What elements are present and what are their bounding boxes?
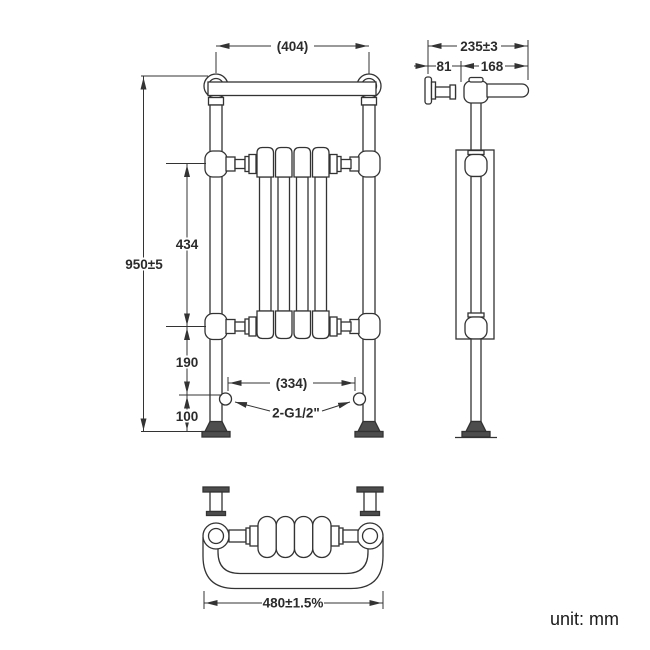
dim-overall-depth: 235±3 <box>460 39 498 54</box>
column-cap-top <box>256 146 275 178</box>
dim-label-bg <box>173 237 201 251</box>
g12-boss-right <box>352 392 367 406</box>
union-nut-lower-left <box>248 316 257 337</box>
radiator-lobe <box>257 515 277 559</box>
column-cap-bottom <box>293 310 312 340</box>
front-view <box>201 73 384 438</box>
plan-dimensions: 480±1.5% <box>203 591 384 611</box>
socket-upper-left <box>225 156 236 172</box>
g12-boss-left <box>218 392 233 406</box>
dim-top-width: (404) <box>277 39 309 54</box>
wall-flange <box>424 76 433 105</box>
bracket-flare-right <box>359 510 381 517</box>
wall-pipe-collar <box>449 84 457 100</box>
collar-right <box>360 96 378 106</box>
radiator-lobe <box>293 515 314 559</box>
column-cap-bottom <box>274 310 293 340</box>
tee-joint <box>463 80 489 104</box>
foot-base-left <box>201 430 231 438</box>
plan-pipe-left <box>228 529 247 543</box>
foot-collar-right <box>356 420 382 433</box>
plan-union-nut-right <box>330 525 340 547</box>
union-nut-upper-left <box>248 153 257 175</box>
column-pipe-middle <box>470 175 482 315</box>
column-shaft <box>258 176 272 312</box>
dim-label-bg <box>173 409 201 423</box>
arm-lower-left <box>234 321 246 332</box>
foot-collar-left <box>203 420 229 433</box>
dim-label-bg <box>436 59 452 73</box>
bracket-plate-right <box>356 486 384 493</box>
foot-base-right <box>354 430 384 438</box>
towel-rail-side <box>486 83 530 98</box>
column-cap-bottom <box>311 310 330 340</box>
ball-joint-upper-left <box>204 150 228 178</box>
column-cap-bottom <box>256 310 275 340</box>
towel-rail <box>207 81 377 97</box>
bracket-stem-right <box>363 491 377 513</box>
side-dimensions: 235±3 81 168 <box>414 39 529 82</box>
dim-label-bg <box>124 257 164 271</box>
arm-upper-left <box>234 158 246 170</box>
union-nut-upper-right <box>329 153 338 175</box>
connection-type-label: 2-G1/2" <box>272 406 320 421</box>
bracket-plate-left <box>202 486 230 493</box>
column-cap-top <box>274 146 293 178</box>
dim-base-height: 100 <box>176 409 199 424</box>
collar-left <box>207 96 225 106</box>
plan-pipe-right <box>342 529 359 543</box>
ball-joint-top <box>464 153 488 178</box>
foot-collar-side <box>464 420 488 433</box>
socket-lower-left <box>225 318 236 335</box>
dim-radiator-height: 434 <box>176 237 199 252</box>
ball-joint-plan-right-inner <box>361 527 379 545</box>
leader-line <box>234 401 271 412</box>
unit-label: unit: mm <box>550 609 619 629</box>
dim-plan-width: 480±1.5% <box>263 596 324 611</box>
dim-connection-spacing: (334) <box>276 376 308 391</box>
column-cap-top <box>293 146 312 178</box>
front-dimensions: (404) 950±5 434 190 100 (334) <box>124 39 370 432</box>
dim-label-bg <box>262 596 324 610</box>
radiator-lobe <box>275 515 296 559</box>
ball-joint-lower-right <box>357 312 381 341</box>
side-view <box>424 76 530 439</box>
plan-view <box>202 486 384 590</box>
arm-upper-right <box>340 158 352 170</box>
dim-label-bg <box>173 355 201 369</box>
arm-lower-right <box>340 321 352 332</box>
bracket-flare-left <box>205 510 227 517</box>
plan-union-nut-left <box>249 525 259 547</box>
column-pipe-lower <box>470 338 482 423</box>
column-shaft <box>295 176 309 312</box>
dim-lower-height: 190 <box>176 355 199 370</box>
dim-rail-depth: 168 <box>481 59 504 74</box>
radiator-columns <box>256 146 330 340</box>
radiator-lobe <box>312 515 332 559</box>
dim-label-bg <box>270 376 313 390</box>
foot-base-side <box>461 430 491 438</box>
ball-joint-plan-left-inner <box>207 527 225 545</box>
bracket-stem-left <box>209 491 223 513</box>
column-cap-top <box>311 146 330 178</box>
leader-line <box>321 401 351 412</box>
dim-label-bg <box>271 39 314 53</box>
dim-label-bg <box>457 39 501 53</box>
column-shaft <box>277 176 291 312</box>
ball-joint-upper-right <box>357 150 381 178</box>
column-pipe-upper <box>470 101 482 153</box>
dim-label-bg <box>479 59 505 73</box>
union-nut-lower-right <box>329 316 338 337</box>
ball-joint-lower-left <box>204 312 228 341</box>
dim-wall-offset: 81 <box>436 59 452 74</box>
column-shaft <box>314 176 328 312</box>
ball-joint-bottom <box>464 316 488 340</box>
tee-cap <box>468 76 484 83</box>
dim-overall-height: 950±5 <box>125 257 163 272</box>
